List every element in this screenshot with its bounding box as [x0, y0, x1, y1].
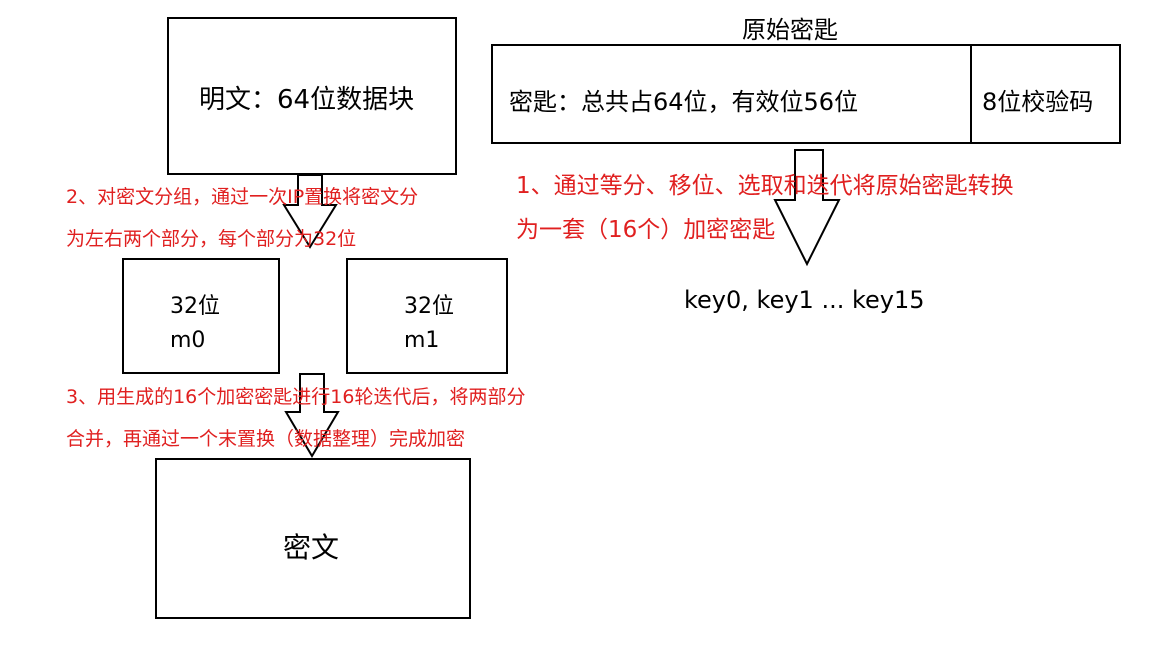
arrow-plaintext-to-halves [282, 174, 338, 249]
original-key-box: 密匙：总共占64位，有效位56位 8位校验码 [491, 44, 1121, 144]
ciphertext-box: 密文 [155, 458, 471, 619]
original-key-main-label: 密匙：总共占64位，有效位56位 [509, 88, 859, 116]
left-half-box: 32位 m0 [122, 258, 280, 374]
arrow-halves-to-ciphertext [284, 373, 340, 458]
step3-note-line2: 合并，再通过一个末置换（数据整理）完成加密 [66, 428, 466, 450]
plaintext-box: 明文：64位数据块 [167, 17, 457, 175]
step1-note-line2: 为一套（16个）加密密匙 [516, 217, 776, 243]
step2-note-line1: 2、对密文分组，通过一次IP置换将密文分 [66, 186, 419, 208]
step2-note-line2: 为左右两个部分，每个部分为32位 [66, 228, 357, 250]
step1-note-line1: 1、通过等分、移位、选取和迭代将原始密匙转换 [516, 173, 1014, 199]
arrow-key-to-subkeys [773, 149, 841, 267]
ciphertext-label: 密文 [283, 531, 340, 564]
left-half-bits: 32位 [170, 294, 220, 319]
parity-label: 8位校验码 [982, 88, 1094, 116]
step3-note-line1: 3、用生成的16个加密密匙进行16轮迭代后，将两部分 [66, 386, 526, 408]
right-half-box: 32位 m1 [346, 258, 508, 374]
original-key-title: 原始密匙 [742, 16, 838, 44]
right-half-bits: 32位 [404, 294, 454, 319]
right-half-name: m1 [404, 328, 440, 353]
parity-divider [970, 46, 972, 142]
plaintext-label: 明文：64位数据块 [199, 85, 415, 115]
subkeys-label: key0, key1 ... key15 [684, 286, 925, 314]
left-half-name: m0 [170, 328, 206, 353]
